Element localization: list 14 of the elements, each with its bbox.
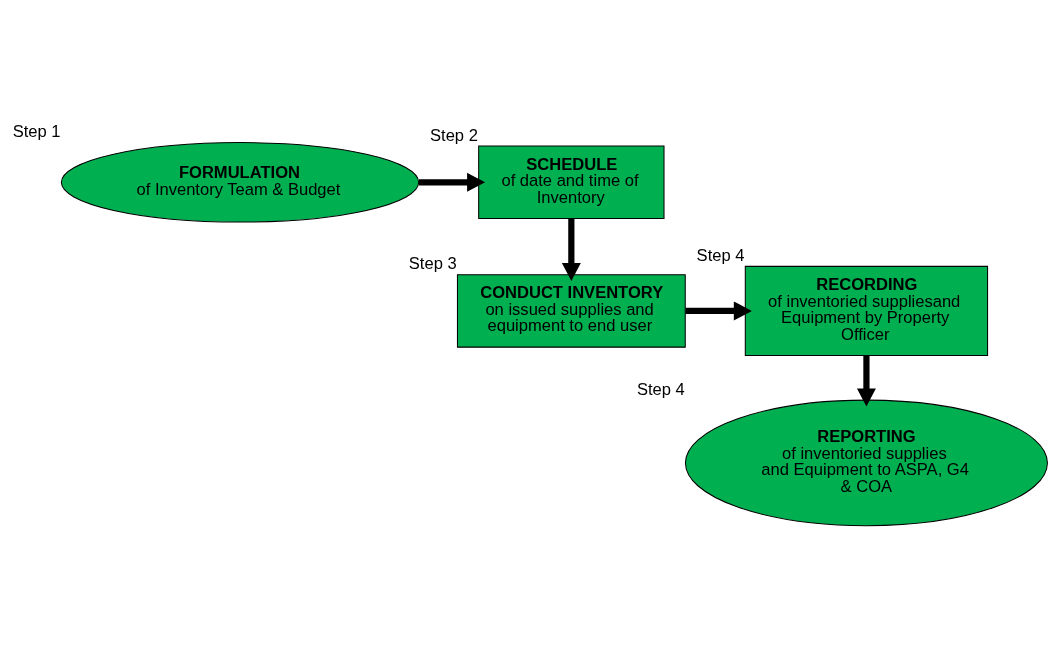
- arrow: [685, 300, 752, 320]
- node-label: Step 1: [12, 121, 61, 141]
- node-box: RECORDING of inventoried suppliesand Equipment by Property Officer: [744, 265, 989, 356]
- node-box: CONDUCT INVENTORY on issued supplies and equipment to end user: [456, 273, 686, 348]
- node-box: SCHEDULE of date and time of Inventory: [478, 145, 665, 219]
- node-ellipse: FORMULATION of Inventory Team & Budget: [60, 141, 420, 223]
- node-label: Step 4: [696, 245, 745, 265]
- node-label: Step 4: [636, 379, 685, 399]
- arrow: [418, 172, 486, 192]
- node-label: Step 2: [430, 125, 478, 145]
- node-label: Step 3: [408, 253, 457, 273]
- node-ellipse: REPORTING of inventoried supplies and Equipment to ASPA, G4 & COA: [684, 399, 1048, 526]
- arrow: [561, 218, 581, 281]
- arrow: [856, 355, 876, 407]
